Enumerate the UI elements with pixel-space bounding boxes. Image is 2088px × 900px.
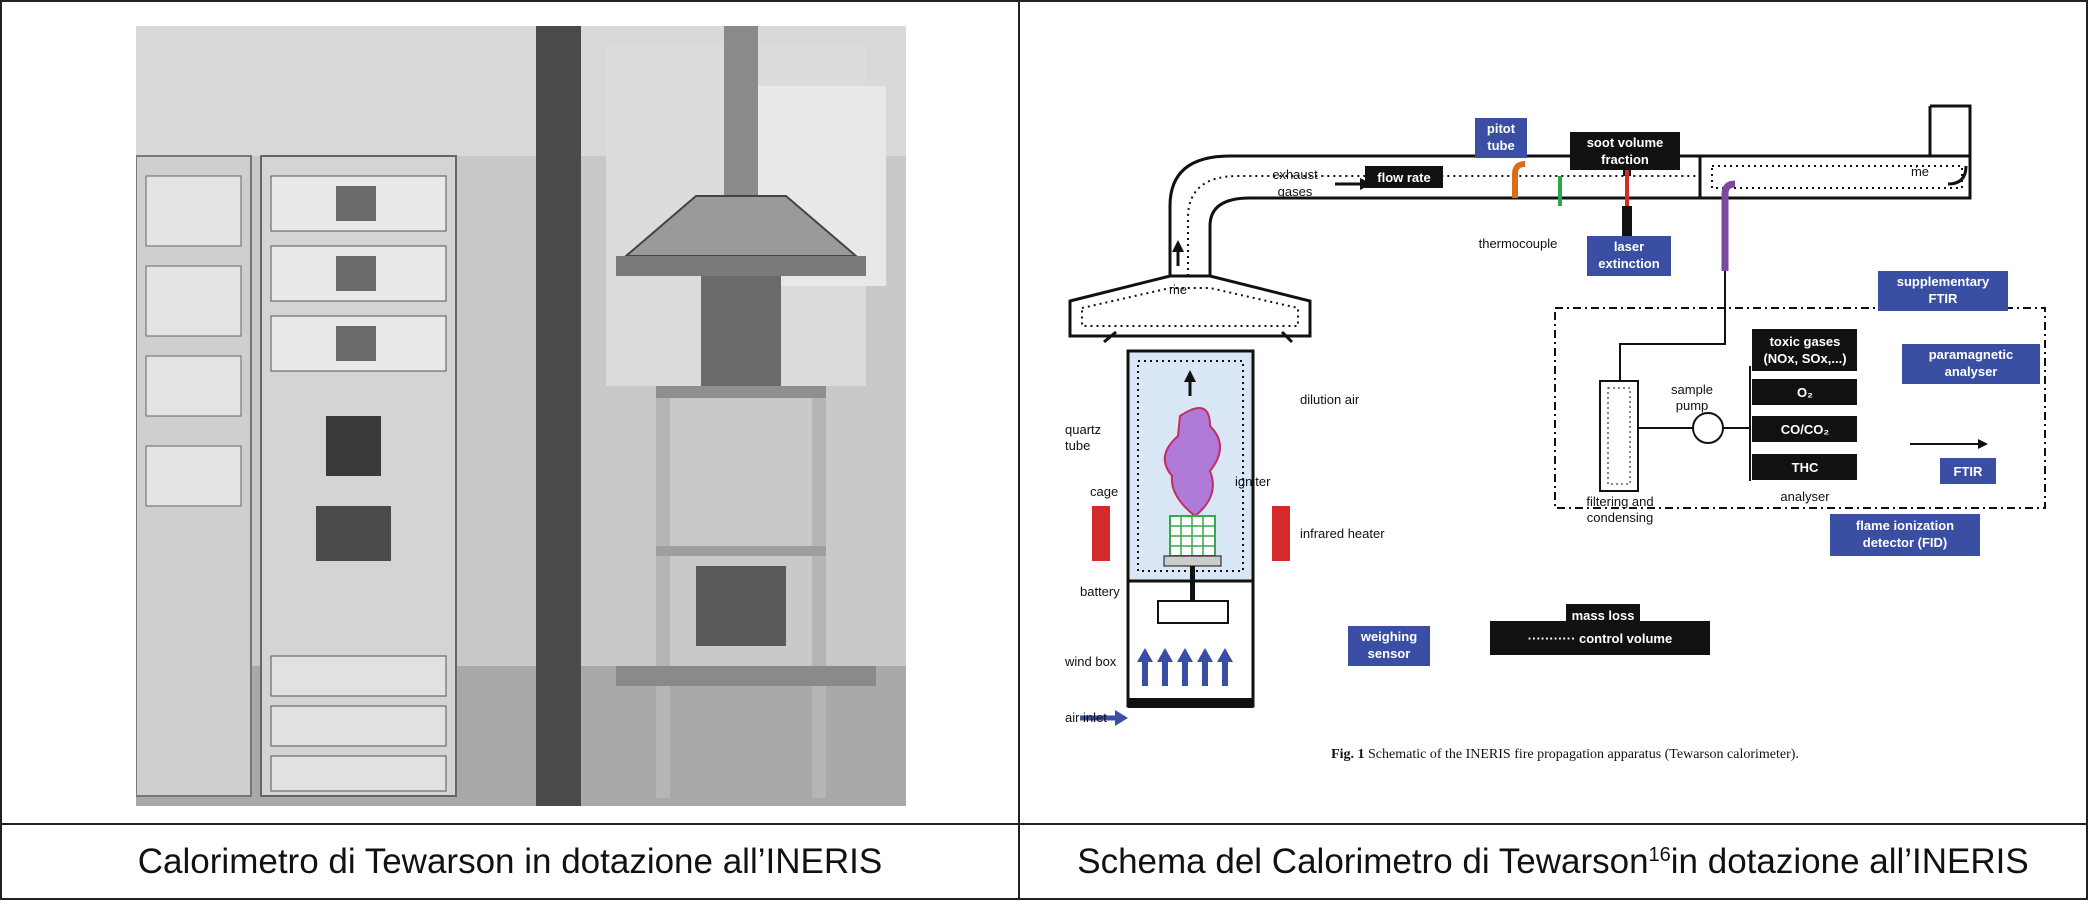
paramagnetic-line2: analyser xyxy=(1945,364,1998,379)
supp-ftir-line2: FTIR xyxy=(1929,291,1958,306)
pitot-label-line2: tube xyxy=(1487,138,1514,153)
pitot-label-line1: pitot xyxy=(1487,121,1516,136)
supp-ftir-box xyxy=(1878,271,2008,311)
analyser-label: analyser xyxy=(1780,489,1830,504)
soot-label-line2: fraction xyxy=(1601,152,1649,167)
quartz-line2: tube xyxy=(1065,438,1090,453)
toxic-gases-line1: toxic gases xyxy=(1770,334,1841,349)
cage-label: cage xyxy=(1090,484,1118,499)
mass-loss-label: mass loss xyxy=(1572,608,1635,623)
laser-label-line2: extinction xyxy=(1598,256,1659,271)
weighing-line2: sensor xyxy=(1368,646,1411,661)
calorimeter-photo xyxy=(136,26,906,806)
fid-line2: detector (FID) xyxy=(1863,535,1948,550)
caption-left-text: Calorimetro di Tewarson in dotazione all… xyxy=(137,841,883,881)
coco2-label: CO/CO₂ xyxy=(1781,422,1830,437)
me-duct-label: ṁe xyxy=(1911,164,1929,179)
filtering-line1: filtering and xyxy=(1586,494,1653,509)
quartz-line1: quartz xyxy=(1065,422,1101,437)
exhaust-label-line2: gases xyxy=(1278,184,1313,199)
paramagnetic-line1: paramagnetic xyxy=(1929,347,2014,362)
supp-ftir-line1: supplementary xyxy=(1897,274,1990,289)
pitot-box xyxy=(1475,118,1527,158)
soot-label-line1: soot volume xyxy=(1587,135,1664,150)
wind-box-label: wind box xyxy=(1064,654,1117,669)
fid-line1: flame ionization xyxy=(1856,518,1954,533)
thc-label: THC xyxy=(1792,460,1819,475)
air-inlet-label: air inlet xyxy=(1065,710,1107,725)
control-volume-label: ··········· control volume xyxy=(1528,631,1672,646)
table-divider-horizontal xyxy=(0,823,2088,825)
exhaust-label-line1: exhaust xyxy=(1272,167,1318,182)
dilution-air-label: dilution air xyxy=(1300,392,1360,407)
infrared-heater-label: infrared heater xyxy=(1300,526,1385,541)
table-divider-vertical xyxy=(1018,0,1020,900)
figure-caption-text: Schematic of the INERIS fire propagation… xyxy=(1368,747,1799,762)
control-volume-box xyxy=(1490,621,1710,655)
caption-right-footnote: 16 xyxy=(1648,844,1671,866)
weighing-box xyxy=(1348,626,1430,666)
sample-pump-line1: sample xyxy=(1671,382,1713,397)
toxic-gases-line2: (NOx, SOx,...) xyxy=(1763,351,1846,366)
o2-label: O₂ xyxy=(1797,385,1813,400)
battery-label: battery xyxy=(1080,584,1120,599)
caption-left: Calorimetro di Tewarson in dotazione all… xyxy=(2,825,1018,898)
figure-caption: Fig. 1 Schematic of the INERIS fire prop… xyxy=(1331,747,1799,762)
laser-label-line1: laser xyxy=(1614,239,1644,254)
mass-loss-box xyxy=(1566,604,1640,626)
filtering-line2: condensing xyxy=(1587,510,1654,525)
caption-right-prefix: Schema del Calorimetro di Tewarson xyxy=(1077,841,1649,881)
fid-box xyxy=(1830,514,1980,556)
laser-box xyxy=(1587,236,1671,276)
me-hood-label: ṁe xyxy=(1169,282,1187,297)
thermocouple-label: thermocouple xyxy=(1479,236,1558,251)
weighing-line1: weighing xyxy=(1360,629,1417,644)
igniter-label: igniter xyxy=(1235,474,1271,489)
flow-rate-label: flow rate xyxy=(1377,170,1430,185)
ftir-label: FTIR xyxy=(1954,464,1983,479)
tewarson-schematic: flow rate soot volume fraction toxic gas… xyxy=(1064,104,2046,762)
paramagnetic-box xyxy=(1902,344,2040,384)
ftir-box xyxy=(1940,458,1996,484)
figure-number: Fig. 1 xyxy=(1331,747,1368,762)
sample-pump-line2: pump xyxy=(1676,398,1709,413)
caption-right-suffix: in dotazione all’INERIS xyxy=(1670,841,2029,881)
